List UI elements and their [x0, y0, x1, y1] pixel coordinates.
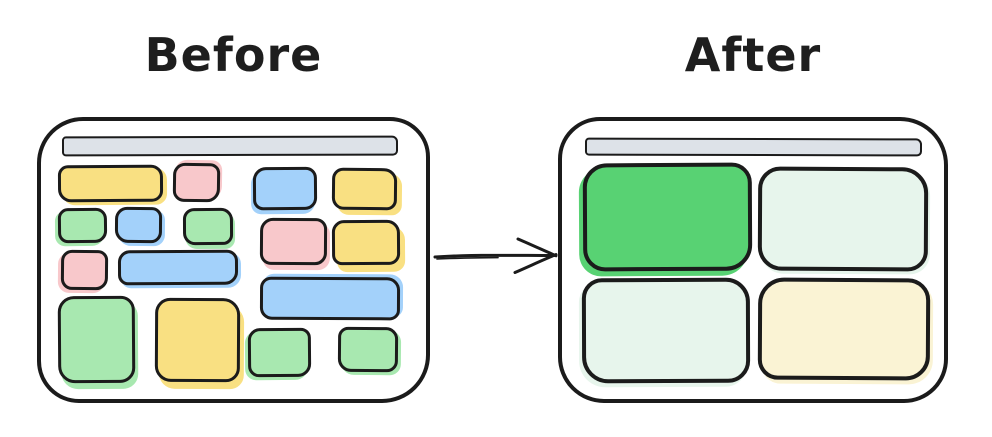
arrow-right-icon: [430, 233, 562, 279]
before-toolbar-bar: [61, 135, 399, 157]
card-cream: [757, 277, 931, 381]
block-blue: [252, 166, 318, 211]
block-blue: [117, 249, 239, 286]
block-green: [247, 327, 312, 378]
block-pink: [259, 217, 328, 266]
block-yellow: [57, 164, 164, 203]
block-pink: [172, 162, 221, 203]
card-green: [582, 162, 753, 272]
block-blue: [114, 206, 163, 244]
before-title: Before: [144, 28, 323, 82]
after-window-frame: [558, 117, 948, 403]
block-pink: [60, 249, 109, 291]
block-yellow: [331, 167, 398, 211]
before-window-frame: [37, 117, 430, 403]
block-yellow: [331, 219, 401, 266]
block-yellow: [154, 297, 241, 383]
card-mint: [581, 277, 751, 384]
block-green: [57, 207, 108, 244]
after-title: After: [684, 28, 822, 82]
block-green: [337, 326, 399, 373]
block-green: [57, 295, 136, 384]
after-toolbar-bar: [584, 137, 923, 157]
card-mint: [757, 166, 929, 272]
block-blue: [259, 276, 401, 321]
block-green: [182, 207, 234, 246]
